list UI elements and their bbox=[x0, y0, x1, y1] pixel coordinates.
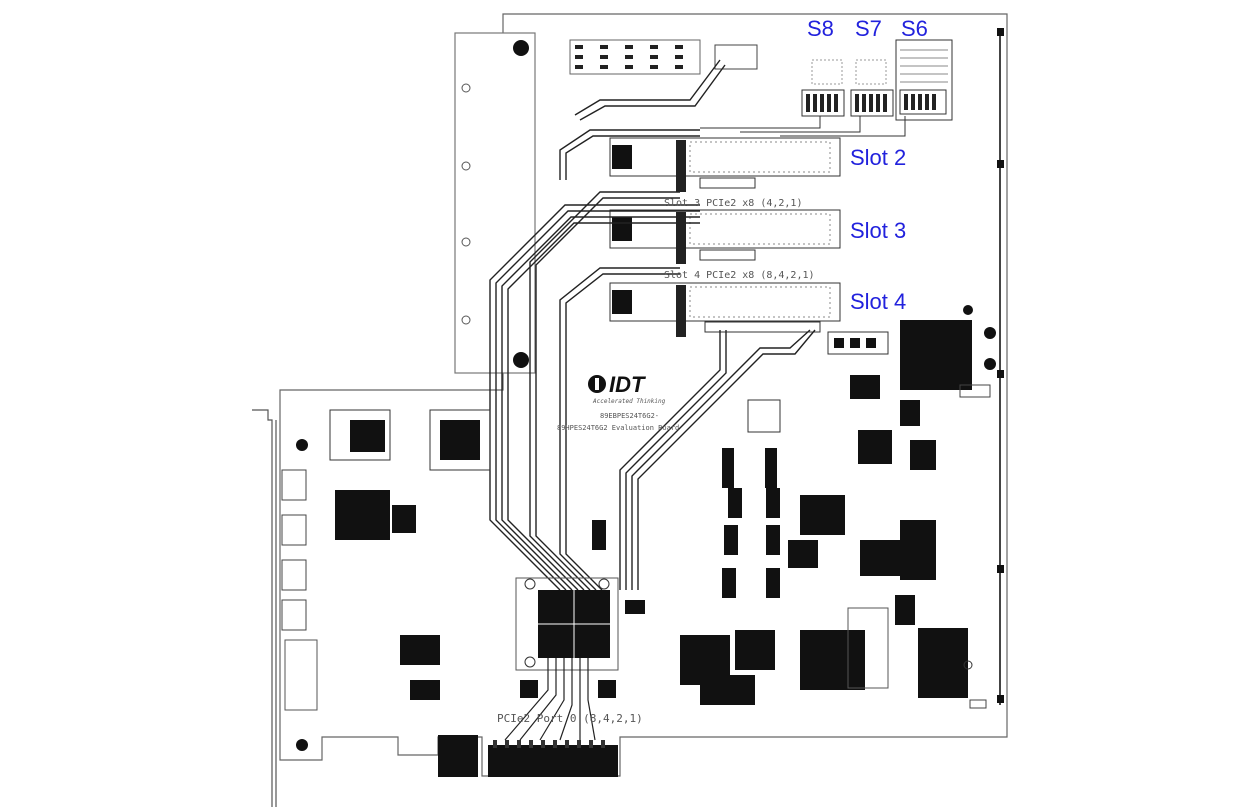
pci-bracket bbox=[252, 409, 277, 807]
dip-switch-s7 bbox=[850, 59, 894, 117]
left-connectors bbox=[281, 469, 307, 631]
edge-connector-silkscreen: PCIe2 Port 0 (8,4,2,1) bbox=[497, 712, 643, 725]
switch-label-s8: S8 bbox=[807, 16, 834, 41]
power-section bbox=[680, 305, 996, 705]
slot-4-silkscreen: Slot 4 PCIe2 x8 (8,4,2,1) bbox=[664, 270, 815, 281]
pcie-trace-bus bbox=[489, 59, 816, 591]
jumper-block-row bbox=[569, 39, 758, 75]
switch-traces bbox=[700, 116, 906, 137]
switch-label-s6: S6 bbox=[901, 16, 928, 41]
slot-2-connector bbox=[609, 137, 841, 192]
board-name-line1: 89EBPES24T6G2- bbox=[600, 412, 659, 420]
mounting-bracket bbox=[454, 32, 536, 374]
edge-traces bbox=[504, 658, 596, 741]
edge-connector bbox=[438, 735, 618, 777]
idt-tagline: Accelerated Thinking bbox=[592, 398, 666, 405]
pcie-switch-ic bbox=[515, 577, 619, 671]
slot-label-4: Slot 4 bbox=[850, 289, 906, 314]
dip-switch-s8 bbox=[801, 59, 845, 117]
right-edge-strip bbox=[997, 28, 1004, 705]
mid-ic-column bbox=[722, 331, 991, 709]
left-side-components bbox=[284, 409, 645, 751]
idt-logo-text: IDT bbox=[609, 372, 646, 397]
slot-4-connector bbox=[609, 282, 841, 337]
board-name-line2: 89HPES24T6G2 Evaluation Board bbox=[557, 424, 679, 432]
slot-label-3: Slot 3 bbox=[850, 218, 906, 243]
slot-3-silkscreen: Slot 3 PCIe2 x8 (4,2,1) bbox=[664, 198, 802, 209]
dip-switch-s6 bbox=[895, 39, 953, 121]
idt-logo: IDT Accelerated Thinking 89EBPES24T6G2- … bbox=[557, 372, 679, 432]
slot-label-2: Slot 2 bbox=[850, 145, 906, 170]
switch-label-s7: S7 bbox=[855, 16, 882, 41]
slot-3-connector bbox=[609, 209, 841, 264]
